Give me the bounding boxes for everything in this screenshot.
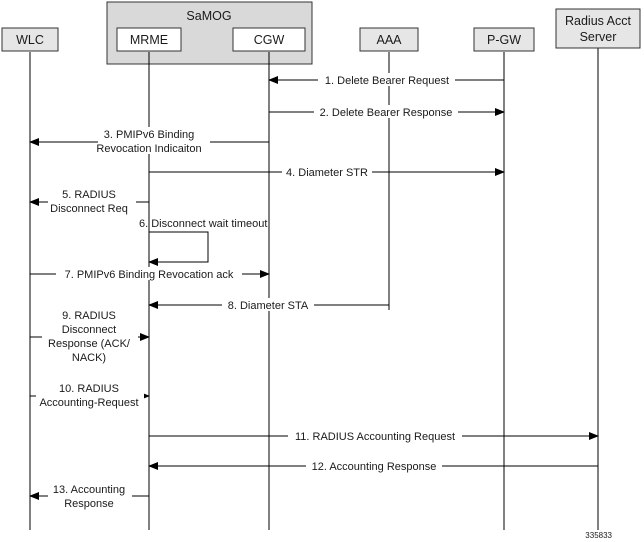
svg-text:Server: Server bbox=[580, 30, 617, 44]
svg-text:Disconnect Req: Disconnect Req bbox=[50, 203, 128, 215]
participant-mrme: MRME bbox=[116, 27, 182, 52]
svg-text:Accounting-Request: Accounting-Request bbox=[39, 397, 138, 409]
message-6: 6. Disconnect wait timeout bbox=[139, 218, 267, 266]
svg-text:Revocation Indicaiton: Revocation Indicaiton bbox=[96, 143, 201, 155]
svg-text:4. Diameter STR: 4. Diameter STR bbox=[286, 167, 368, 179]
svg-text:Disconnect: Disconnect bbox=[62, 324, 116, 336]
message-9: 9. RADIUS Disconnect Response (ACK/ NACK… bbox=[30, 308, 150, 364]
svg-text:13. Accounting: 13. Accounting bbox=[53, 484, 125, 496]
svg-text:CGW: CGW bbox=[254, 33, 285, 47]
message-5: 5. RADIUS Disconnect Req bbox=[29, 186, 149, 215]
svg-text:12. Accounting Response: 12. Accounting Response bbox=[312, 461, 437, 473]
participant-pgw: P-GW bbox=[473, 27, 535, 52]
message-7: 7. PMIPv6 Binding Revocation ack bbox=[30, 267, 270, 281]
svg-text:2. Delete Bearer Response: 2. Delete Bearer Response bbox=[320, 107, 453, 119]
message-3: 3. PMIPv6 Binding Revocation Indicaiton bbox=[29, 127, 269, 155]
svg-text:11. RADIUS Accounting Request: 11. RADIUS Accounting Request bbox=[295, 431, 455, 443]
svg-text:5. RADIUS: 5. RADIUS bbox=[62, 189, 116, 201]
svg-text:10. RADIUS: 10. RADIUS bbox=[59, 383, 119, 395]
message-8: 8. Diameter STA bbox=[148, 298, 389, 312]
participant-cgw: CGW bbox=[232, 27, 306, 52]
message-4: 4. Diameter STR bbox=[149, 165, 505, 179]
message-1: 1. Delete Bearer Request bbox=[268, 73, 504, 87]
message-12: 12. Accounting Response bbox=[148, 459, 598, 473]
svg-text:8. Diameter STA: 8. Diameter STA bbox=[228, 300, 309, 312]
svg-text:7. PMIPv6 Binding Revocation a: 7. PMIPv6 Binding Revocation ack bbox=[65, 269, 234, 281]
participant-aaa: AAA bbox=[359, 27, 419, 52]
svg-text:AAA: AAA bbox=[376, 33, 402, 47]
svg-text:9. RADIUS: 9. RADIUS bbox=[62, 310, 116, 322]
message-11: 11. RADIUS Accounting Request bbox=[149, 429, 599, 443]
svg-text:Response (ACK/: Response (ACK/ bbox=[48, 338, 131, 350]
samog-title: SaMOG bbox=[186, 9, 231, 23]
message-13: 13. Accounting Response bbox=[29, 481, 149, 511]
participant-radius-acct-server: Radius Acct Server bbox=[555, 8, 641, 49]
message-2: 2. Delete Bearer Response bbox=[269, 105, 505, 119]
figure-id: 335833 bbox=[585, 531, 612, 540]
participant-wlc: WLC bbox=[1, 27, 59, 52]
svg-text:Radius Acct: Radius Acct bbox=[565, 14, 632, 28]
svg-text:P-GW: P-GW bbox=[487, 33, 521, 47]
message-10: 10. RADIUS Accounting-Request bbox=[30, 380, 150, 410]
svg-text:MRME: MRME bbox=[130, 33, 168, 47]
svg-text:WLC: WLC bbox=[16, 33, 44, 47]
svg-text:Response: Response bbox=[64, 498, 114, 510]
svg-text:NACK): NACK) bbox=[72, 352, 106, 364]
svg-text:6. Disconnect wait timeout: 6. Disconnect wait timeout bbox=[139, 218, 267, 230]
svg-text:1. Delete Bearer Request: 1. Delete Bearer Request bbox=[325, 75, 449, 87]
svg-text:3. PMIPv6 Binding: 3. PMIPv6 Binding bbox=[104, 129, 195, 141]
